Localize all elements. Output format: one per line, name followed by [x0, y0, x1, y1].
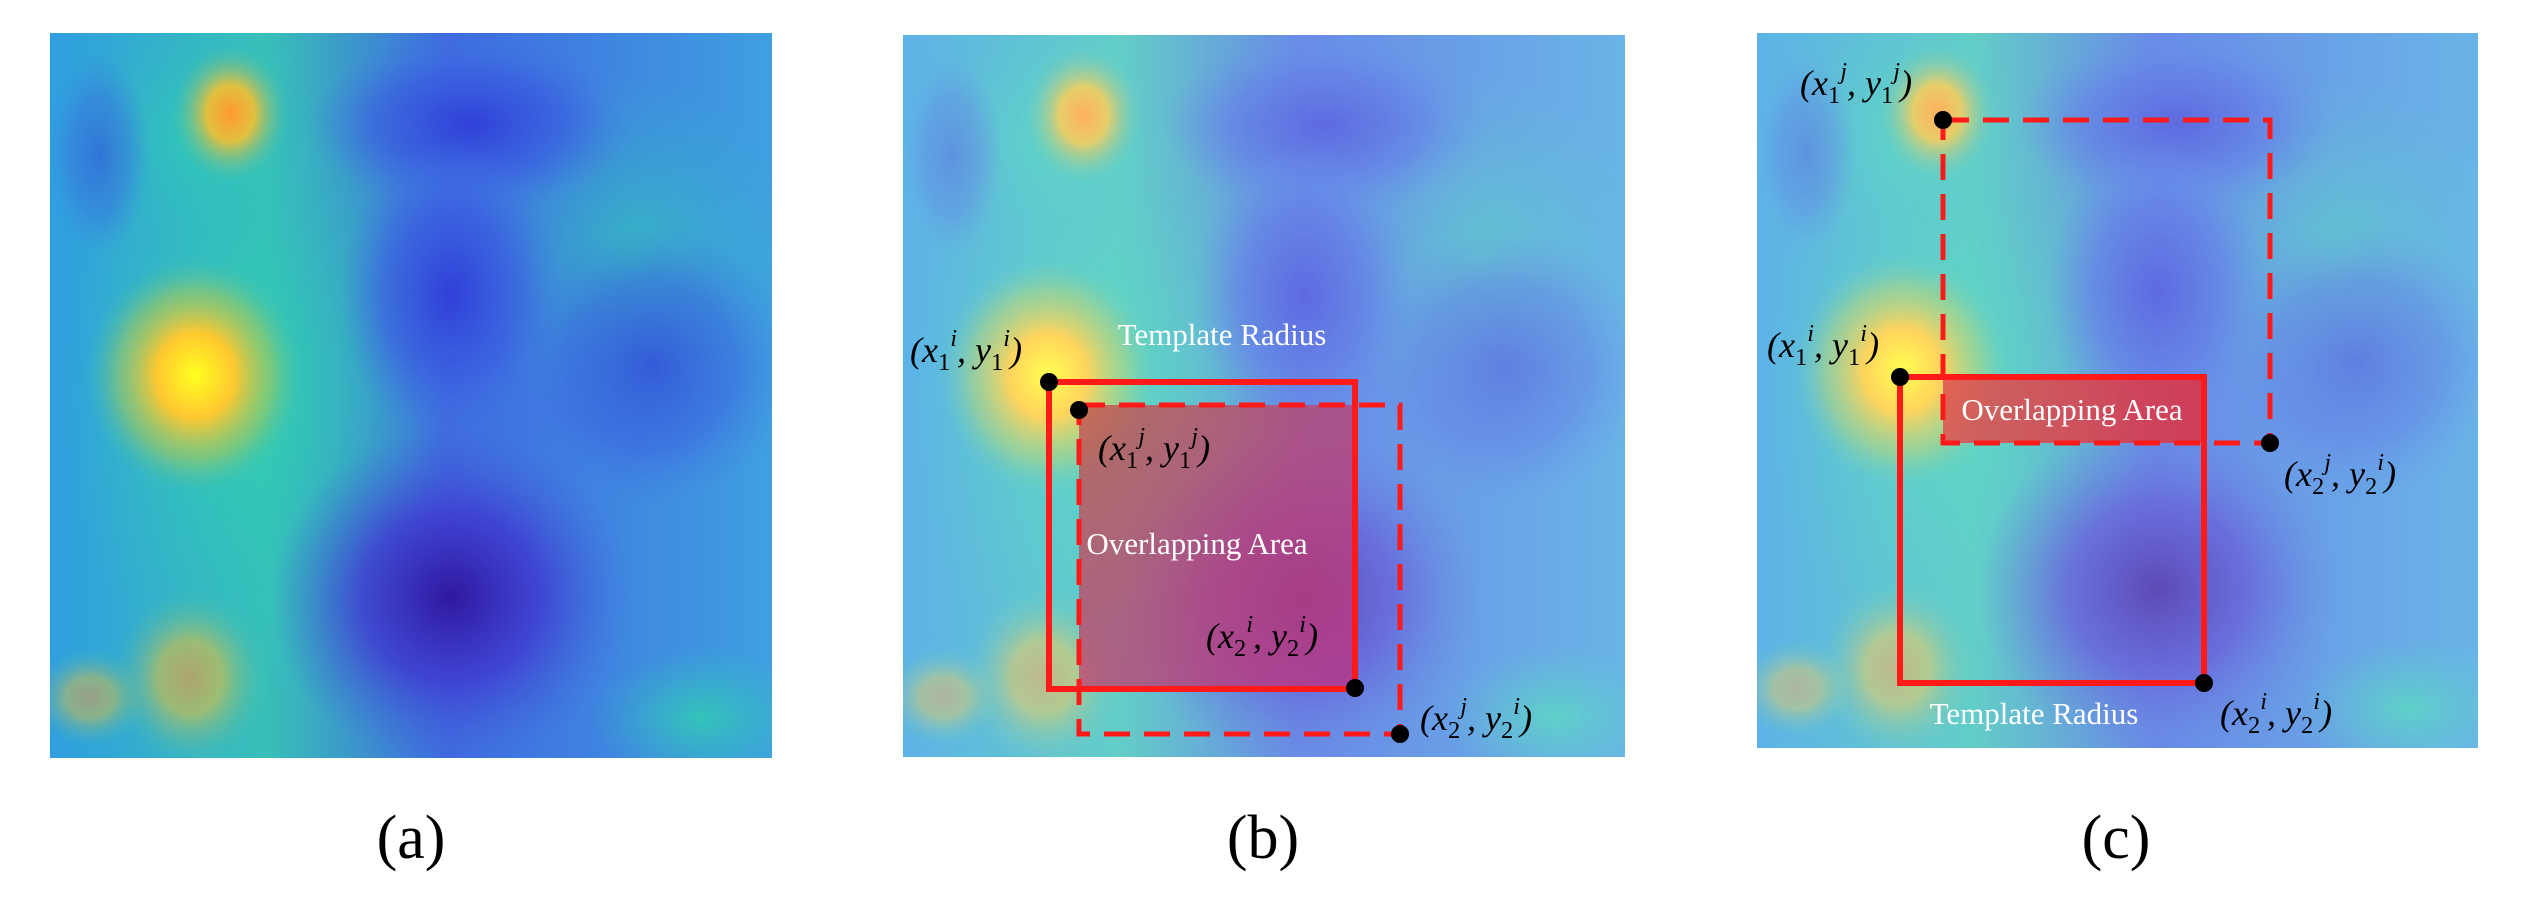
caption-a: (a)	[377, 804, 446, 872]
panel-b: Template Radius Overlapping Area (x1i, y…	[903, 35, 1625, 872]
template-box-i-c	[1897, 374, 2207, 686]
caption-c: (c)	[2082, 804, 2151, 872]
corner-point-i1-b	[1040, 373, 1058, 391]
panel-a: (a)	[50, 33, 772, 872]
overlap-region-b	[1079, 405, 1355, 689]
template-radius-label-b: Template Radius	[1118, 317, 1327, 352]
panel-c: Overlapping Area Template Radius (x1j, y…	[1757, 33, 2478, 872]
coord-label-i1-c: (x1i, y1i)	[1767, 320, 1879, 371]
corner-point-i2-c	[2195, 674, 2213, 692]
corner-point-j1-b	[1070, 401, 1088, 419]
overlap-label-b: Overlapping Area	[1086, 526, 1307, 561]
template-box-j-b	[1076, 402, 1403, 737]
corner-point-j2-b	[1391, 725, 1409, 743]
corner-point-i2-b	[1346, 679, 1364, 697]
caption-b: (b)	[1227, 804, 1299, 872]
corner-point-j2-c	[2261, 434, 2279, 452]
coord-label-i1-b: (x1i, y1i)	[910, 325, 1022, 376]
overlap-region-c	[1943, 377, 2204, 443]
template-radius-label-c: Template Radius	[1930, 696, 2139, 731]
coord-label-j1-c: (x1j, y1j)	[1800, 58, 1912, 109]
template-box-i-b	[1046, 379, 1358, 692]
coord-label-j1-b: (x1j, y1j)	[1098, 423, 1210, 474]
overlap-label-c: Overlapping Area	[1961, 392, 2182, 427]
template-box-j-c	[1940, 117, 2273, 446]
corner-point-i1-c	[1891, 368, 1909, 386]
heatmap-a	[50, 33, 772, 758]
corner-point-j1-c	[1934, 111, 1952, 129]
